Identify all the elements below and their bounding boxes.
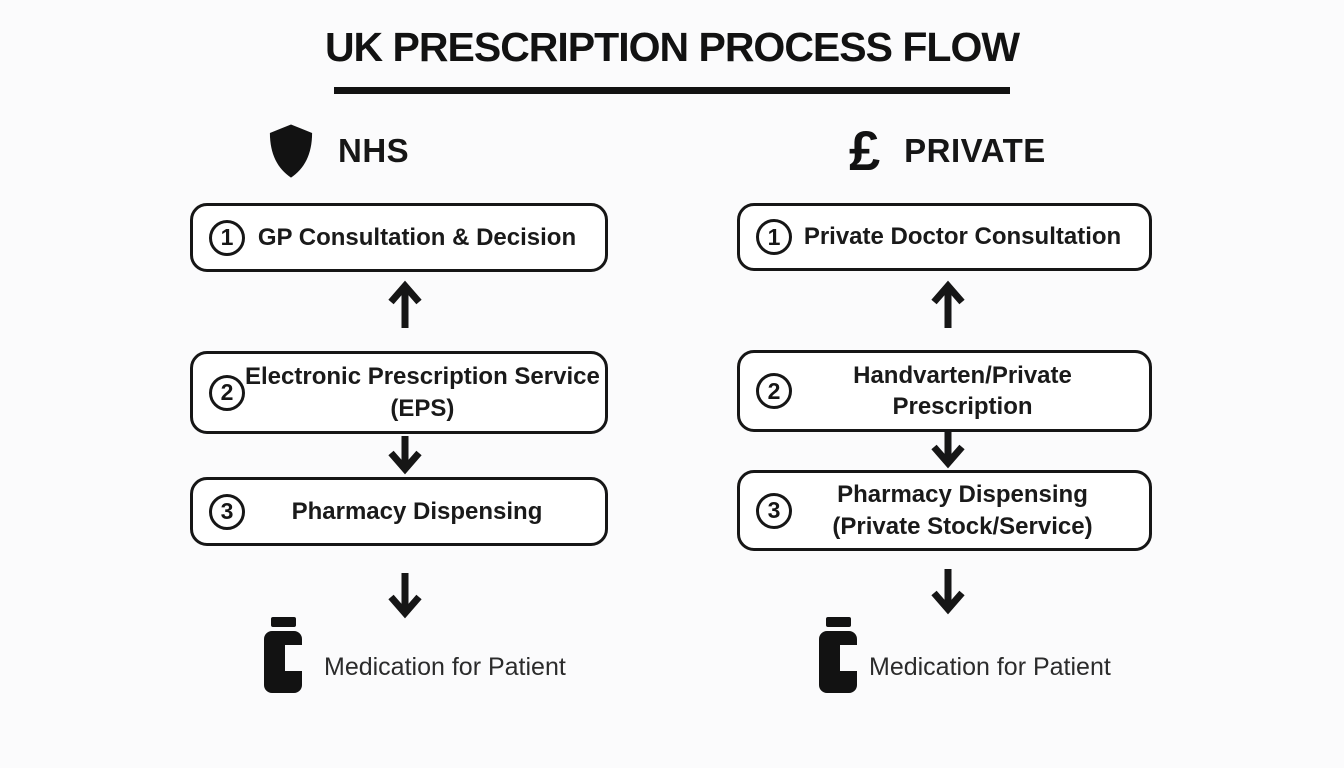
arrow-down-icon: [931, 431, 965, 469]
private-step-1-box: 1 Private Doctor Consultation: [737, 203, 1152, 271]
page-title: UK PRESCRIPTION PROCESS FLOW: [324, 24, 1020, 70]
step-number-badge: 2: [209, 374, 245, 411]
private-column-label: PRIVATE: [904, 132, 1046, 169]
private-step-2-box: 2 Handvarten/Private Prescription: [737, 350, 1152, 432]
nhs-column-label: NHS: [338, 132, 410, 169]
arrow-down-icon: [388, 436, 422, 475]
private-step-3-label: Pharmacy Dispensing (Private Stock/Servi…: [832, 481, 1093, 540]
nhs-outcome-label: Medication for Patient: [324, 653, 566, 681]
private-step-1-label: Private Doctor Consultation: [803, 223, 1122, 251]
nhs-step-1-label: GP Consultation & Decision: [257, 223, 577, 251]
private-outcome-label: Medication for Patient: [869, 653, 1111, 681]
private-column-header: £ PRIVATE: [849, 121, 1046, 181]
arrow-up-icon: [388, 280, 422, 328]
pill-bottle-icon: [819, 617, 857, 693]
arrow-up-icon: [931, 280, 965, 328]
step-number-badge: 1: [209, 219, 245, 256]
title-underline: [334, 87, 1010, 94]
private-step-2-label: Handvarten/Private Prescription: [853, 361, 1072, 420]
nhs-column-header: NHS: [266, 121, 409, 181]
nhs-step-2-label: Electronic Prescription Service (EPS): [245, 363, 600, 422]
arrow-down-icon: [388, 573, 422, 619]
nhs-step-3-box: 3 Pharmacy Dispensing: [190, 477, 608, 546]
step-number-badge: 1: [756, 219, 792, 255]
step-number-badge: 2: [756, 373, 792, 409]
nhs-step-1-box: 1 GP Consultation & Decision: [190, 203, 608, 272]
pound-sign-icon: £: [849, 119, 881, 182]
shield-icon: [269, 124, 313, 178]
pill-bottle-icon: [264, 617, 302, 693]
nhs-step-3-label: Pharmacy Dispensing: [291, 497, 543, 525]
step-number-badge: 3: [756, 492, 792, 529]
arrow-down-icon: [931, 569, 965, 615]
nhs-step-2-box: 2 Electronic Prescription Service (EPS): [190, 351, 608, 434]
step-number-badge: 3: [209, 493, 245, 530]
private-step-3-box: 3 Pharmacy Dispensing (Private Stock/Ser…: [737, 470, 1152, 551]
